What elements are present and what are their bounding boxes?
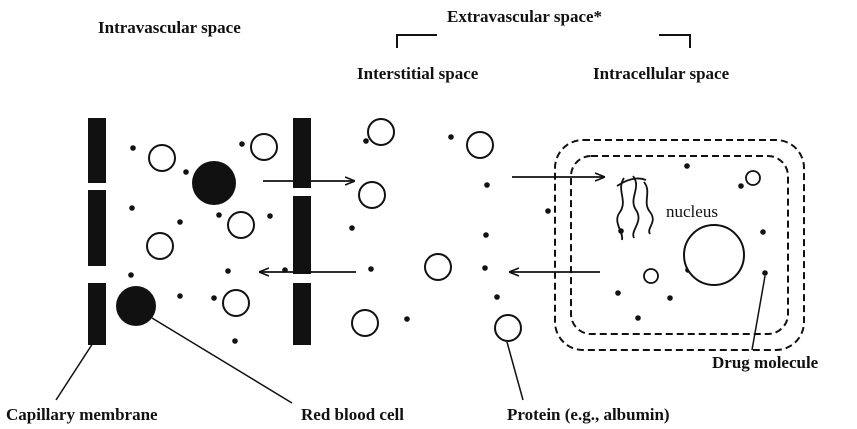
drug-molecule <box>494 294 500 300</box>
drug-molecule <box>635 315 641 321</box>
red-blood-cell-label: Red blood cell <box>301 405 404 424</box>
drug-molecule <box>267 213 273 219</box>
drug-molecule <box>738 183 744 189</box>
protein <box>359 182 385 208</box>
extravascular-space-label: Extravascular space* <box>447 7 602 26</box>
drug-molecule <box>130 145 136 151</box>
drug-molecule <box>448 134 454 140</box>
drug-molecule <box>684 163 690 169</box>
intracellular-space-label: Intracellular space <box>593 64 730 83</box>
protein <box>251 134 277 160</box>
protein <box>368 119 394 145</box>
proteins <box>147 119 521 341</box>
cell-outer-membrane <box>555 140 804 350</box>
drug-molecule <box>404 316 410 322</box>
drug-molecule <box>483 232 489 238</box>
drug-molecule <box>363 138 369 144</box>
protein-label: Protein (e.g., albumin) <box>507 405 670 424</box>
drug-molecule <box>177 293 183 299</box>
protein <box>467 132 493 158</box>
protein <box>147 233 173 259</box>
drug-molecule <box>129 205 135 211</box>
drug-molecule <box>225 268 231 274</box>
drug-molecule <box>667 295 673 301</box>
drug-molecule <box>762 270 768 276</box>
drug-molecule <box>349 225 355 231</box>
leader-red-blood-cell <box>152 318 292 403</box>
interstitial-space-label: Interstitial space <box>357 64 479 83</box>
capillary-membrane-label: Capillary membrane <box>6 405 158 424</box>
protein <box>644 269 658 283</box>
extravascular-bracket <box>397 35 690 48</box>
leader-capillary-membrane <box>56 343 93 400</box>
drug-molecule <box>183 169 189 175</box>
vesicle <box>684 225 744 285</box>
drug-molecule <box>216 212 222 218</box>
protein <box>425 254 451 280</box>
drug-molecule <box>232 338 238 344</box>
red-blood-cell <box>192 161 236 205</box>
protein <box>746 171 760 185</box>
red-blood-cell <box>116 286 156 326</box>
drug-molecule <box>128 272 134 278</box>
drug-molecule <box>760 229 766 235</box>
leader-protein <box>507 342 523 400</box>
drug-molecule <box>484 182 490 188</box>
drug-molecule <box>368 266 374 272</box>
protein <box>149 145 175 171</box>
protein <box>352 310 378 336</box>
drug-molecule <box>615 290 621 296</box>
nucleus-label: nucleus <box>666 202 718 221</box>
drug-molecule <box>239 141 245 147</box>
left-capillary-membrane <box>88 118 106 345</box>
drug-molecule <box>545 208 551 214</box>
leader-drug-molecule <box>752 276 765 350</box>
intravascular-space-label: Intravascular space <box>98 18 241 37</box>
right-capillary-membrane <box>293 118 311 345</box>
protein <box>495 315 521 341</box>
protein <box>223 290 249 316</box>
drug-molecule <box>482 265 488 271</box>
drug-molecule <box>177 219 183 225</box>
drug-molecule-label: Drug molecule <box>712 353 819 372</box>
protein <box>228 212 254 238</box>
drug-molecule <box>211 295 217 301</box>
